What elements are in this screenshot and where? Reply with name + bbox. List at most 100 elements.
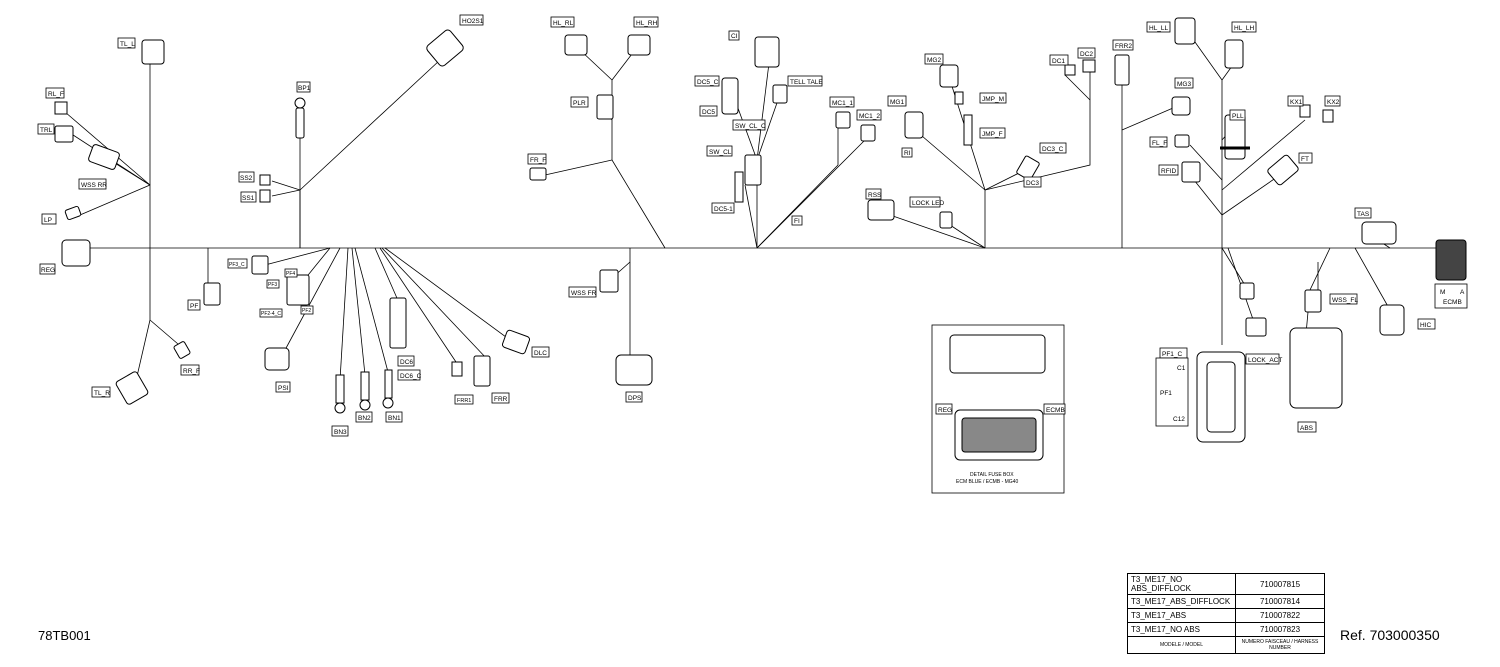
label-wss-fl: WSS_FL xyxy=(1332,297,1358,304)
label-dc2: DC2 xyxy=(1080,51,1093,58)
label-mc1-1: MC1_1 xyxy=(832,100,853,107)
label-dlc: DLC xyxy=(534,350,547,357)
header-number: NUMERO FAISCEAU / HARNESS NUMBER xyxy=(1235,636,1325,654)
table-header-row: MODELE / MODEL NUMERO FAISCEAU / HARNESS… xyxy=(1127,636,1325,654)
label-ecmb: ECMB xyxy=(1443,299,1462,306)
label-c12: C12 xyxy=(1173,416,1185,423)
label-a: A xyxy=(1460,289,1465,296)
label-fl-f: FL_F xyxy=(1152,140,1167,147)
label-ss2: SS2 xyxy=(240,175,253,182)
label-bn2: BN2 xyxy=(358,415,371,422)
number-cell: 710007823 xyxy=(1235,622,1325,637)
table-row: T3_ME17_ABS 710007822 xyxy=(1127,608,1325,623)
label-rr-f: RR_F xyxy=(183,368,200,375)
label-rfid: RFID xyxy=(1161,168,1176,175)
table-row: T3_ME17_NO ABS_DIFFLOCK 710007815 xyxy=(1127,573,1325,595)
label-hl-lh: HL_LH xyxy=(1234,25,1255,32)
label-mg1: MG1 xyxy=(890,99,904,106)
model-cell: T3_ME17_ABS_DIFFLOCK xyxy=(1127,594,1236,609)
label-psi: PSI xyxy=(278,385,289,392)
label-hl-rh: HL_RH xyxy=(636,20,658,27)
table-row: T3_ME17_ABS_DIFFLOCK 710007814 xyxy=(1127,594,1325,609)
label-hic: HIC xyxy=(1420,322,1432,329)
label-mg2: MG2 xyxy=(927,57,941,64)
label-mc1-2: MC1_2 xyxy=(859,113,880,120)
label-dc5-1: DC5-1 xyxy=(714,206,733,213)
number-cell: 710007815 xyxy=(1235,573,1325,595)
model-cell: T3_ME17_NO ABS xyxy=(1127,622,1236,637)
label-tell-tale: TELL TALE xyxy=(790,79,823,86)
label-bn1: BN1 xyxy=(388,415,401,422)
connector-labels: TL_L RL_F TRL WSS RR LP REG PF RR_F TL_R… xyxy=(37,14,1468,485)
label-bn3: BN3 xyxy=(334,429,347,436)
label-fi: FI xyxy=(794,218,800,225)
label-hl-rl: HL_RL xyxy=(553,20,574,27)
label-bp1: BP1 xyxy=(298,85,311,92)
label-pf2-4-c: PF2-4_C xyxy=(261,311,281,317)
label-pll: PLL xyxy=(1232,113,1244,120)
label-jmp-f: JMP_F xyxy=(982,131,1003,138)
detail-caption-2: ECM BLUE / ECMB - MG40 xyxy=(956,479,1018,485)
label-dc5-c: DC5_C xyxy=(697,79,719,86)
number-cell: 710007822 xyxy=(1235,608,1325,623)
label-wss-rr: WSS RR xyxy=(81,182,107,189)
detail-label-ecmb: ECMB xyxy=(1046,407,1065,414)
label-frr1: FRR1 xyxy=(457,398,471,404)
label-dc6: DC6 xyxy=(400,359,413,366)
label-lock-act: LOCK_ACT xyxy=(1248,357,1282,364)
label-hl-ll: HL_LL xyxy=(1149,25,1169,32)
label-pf: PF xyxy=(190,303,198,310)
label-pf1: PF1 xyxy=(1160,390,1172,397)
label-trl: TRL xyxy=(40,127,53,134)
model-cell: T3_ME17_ABS xyxy=(1127,608,1236,623)
reference: Ref. 703000350 xyxy=(1340,627,1440,643)
label-dc3: DC3 xyxy=(1026,180,1039,187)
detail-label-reg: REG xyxy=(938,407,952,414)
label-c1: C1 xyxy=(1177,365,1186,372)
figure-code: 78TB001 xyxy=(38,628,91,643)
label-tl-l: TL_L xyxy=(120,41,135,48)
label-kx2: KX2 xyxy=(1327,99,1340,106)
label-abs: ABS xyxy=(1300,425,1314,432)
reference-label: Ref. xyxy=(1340,627,1366,643)
label-ft: FT xyxy=(1301,156,1309,163)
label-rl-f: RL_F xyxy=(48,91,64,98)
label-kx1: KX1 xyxy=(1290,99,1303,106)
label-sw-cl-c: SW_CL_C xyxy=(735,123,766,130)
detail-caption-1: DETAIL FUSE BOX xyxy=(970,472,1014,478)
model-cell: T3_ME17_NO ABS_DIFFLOCK xyxy=(1127,573,1236,595)
label-frr2: FRR2 xyxy=(1115,43,1132,50)
label-pf3-c: PF3_C xyxy=(229,262,245,268)
label-ho2s1: HO2S1 xyxy=(462,18,484,25)
label-plr: PLR xyxy=(573,100,586,107)
label-ss1: SS1 xyxy=(242,195,255,202)
label-dc6-c: DC6_C xyxy=(400,373,422,380)
label-lock-led: LOCK LED xyxy=(912,200,944,207)
label-dps: DPS xyxy=(628,395,642,402)
label-reg: REG xyxy=(41,267,55,274)
label-sw-cl: SW_CL xyxy=(709,149,732,156)
label-tas: TAS xyxy=(1357,211,1370,218)
label-jmp-m: JMP_M xyxy=(982,96,1004,103)
label-lp: LP xyxy=(44,217,52,224)
label-mg3: MG3 xyxy=(1177,81,1191,88)
label-tl-r: TL_R xyxy=(94,390,110,397)
table-row: T3_ME17_NO ABS 710007823 xyxy=(1127,622,1325,637)
label-dc1: DC1 xyxy=(1052,58,1065,65)
label-pf4: PF4 xyxy=(286,271,295,277)
label-pf3: PF3 xyxy=(268,282,277,288)
header-model: MODELE / MODEL xyxy=(1127,636,1236,654)
label-m: M xyxy=(1440,289,1445,296)
connector-bodies xyxy=(54,17,1467,443)
label-frr: FRR xyxy=(494,396,508,403)
harness-part-number-table: T3_ME17_NO ABS_DIFFLOCK 710007815 T3_ME1… xyxy=(1127,573,1325,654)
label-fr-f: FR_F xyxy=(530,157,546,164)
label-pf2: PF2 xyxy=(302,308,311,314)
label-rss: RSS xyxy=(868,192,882,199)
label-dc3-c: DC3_C xyxy=(1042,146,1064,153)
label-ci: CI xyxy=(731,33,738,40)
label-wss-fr: WSS FR xyxy=(571,290,597,297)
label-pf1-c: PF1_C xyxy=(1162,351,1183,358)
fuse-box-detail xyxy=(931,324,1065,494)
